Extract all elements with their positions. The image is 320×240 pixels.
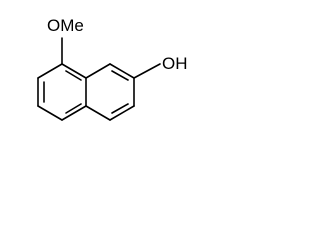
bond-c8a-c4a (61, 63, 87, 79)
bond-double-right-1 (111, 70, 129, 81)
bond-c6r-c5r (109, 105, 135, 121)
bond-to-oh (133, 63, 161, 79)
bond-c1-c8a (37, 63, 63, 79)
bonds (37, 37, 161, 121)
bond-c6-c7 (37, 105, 63, 121)
bond-double-left-2 (65, 103, 82, 114)
bond-double-left-3 (65, 70, 82, 81)
molecule-structure: OMe OH (37, 16, 188, 121)
bond-c8-c7r (109, 63, 135, 79)
bond-c5-c6 (61, 105, 87, 121)
bond-double-right-2 (111, 103, 129, 114)
bond-c8a-c8 (85, 63, 111, 79)
methoxy-label: OMe (47, 16, 84, 35)
hydroxyl-label: OH (162, 54, 188, 73)
bond-c5r-c4a (85, 105, 111, 121)
